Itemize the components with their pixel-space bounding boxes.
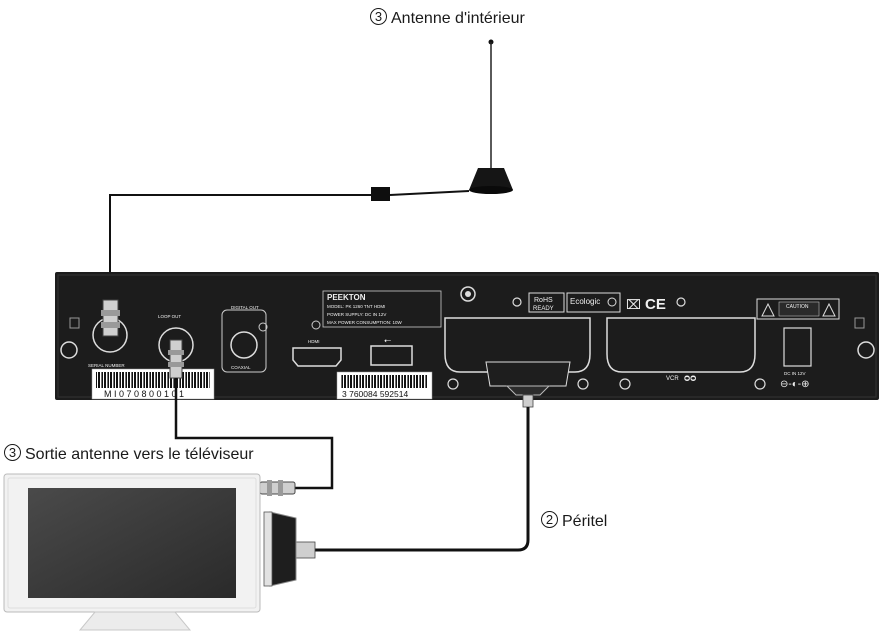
tv-antenna-cable [174, 378, 334, 490]
coaxial-label: COAXIAL [231, 365, 251, 370]
rohs-ready-label: READY [533, 306, 554, 312]
loop-out-label: LOOP OUT [158, 314, 181, 319]
indoor-antenna [469, 39, 513, 194]
tv-antenna-plug [259, 480, 296, 496]
model-label: MODEL: PK 1260 TNT HDMI [327, 304, 385, 309]
receiver-rear-panel: SERIAL NUMBER LOOP OUT DIGITAL OUT COAXI… [55, 272, 879, 400]
dc-polarity-icon: ⊖-◐-⊕ [780, 379, 809, 390]
peritel-cable [315, 407, 530, 552]
weee-bin-icon: ⌧ [626, 297, 641, 312]
loop-out-plug [168, 339, 184, 379]
svg-text:M I 0 7 0 8 0 0 1 0 1: M I 0 7 0 8 0 0 1 0 1 [104, 389, 184, 399]
product-barcode: 3 760084 592514 [336, 371, 433, 400]
rohs-label: RoHS [534, 297, 553, 304]
serial-number-label: SERIAL NUMBER [88, 363, 125, 368]
ecologic-label: Ecologic [570, 297, 600, 306]
antenna-cable [109, 190, 470, 295]
digital-out-label: DIGITAL OUT [231, 305, 259, 310]
scart-plug-device [485, 361, 571, 408]
brand-label: PEEKTON [327, 293, 366, 302]
scart-plug-tv [263, 511, 316, 587]
serial-barcode: M I 0 7 0 8 0 0 1 0 1 [91, 368, 215, 400]
usb-icon: ⭠ [384, 335, 391, 345]
rf-in-plug [101, 299, 120, 337]
dc-in-label: DC IN 12V [784, 371, 806, 376]
vcr-icon: ᴑᴑ [684, 373, 696, 384]
max-power-label: MAX POWER CONSUMPTION: 10W [327, 320, 403, 325]
ce-mark: CE [645, 296, 666, 313]
vcr-label: VCR [666, 376, 679, 382]
power-supply-label: POWER SUPPLY: DC IN 12V [327, 312, 386, 317]
caution-label: CAUTION [786, 304, 809, 310]
hdmi-label: HDMI [308, 339, 320, 344]
svg-text:3 760084 592514: 3 760084 592514 [342, 389, 408, 399]
television [3, 473, 261, 631]
cable-ferrite [371, 187, 390, 201]
